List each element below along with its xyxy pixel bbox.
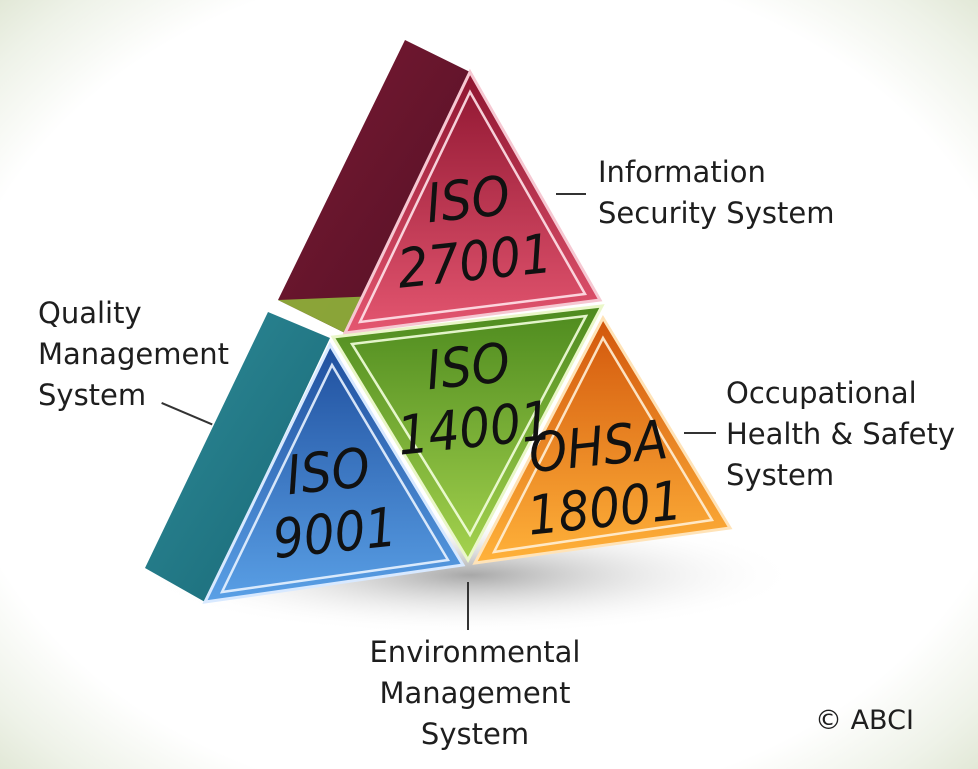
iso-9001-code: ISO	[283, 436, 373, 507]
pyramid-back-side	[278, 40, 470, 333]
leader-line-health-safety	[684, 432, 716, 434]
caption-line: Management	[38, 337, 230, 371]
caption-line: System	[726, 458, 835, 492]
triangle-iso-14001	[330, 304, 605, 564]
caption-line: Information	[598, 155, 766, 189]
caption-line: Occupational	[726, 376, 917, 410]
iso-9001-number: 9001	[270, 495, 400, 571]
caption-quality: Quality Management System	[38, 293, 229, 416]
caption-line: Security System	[598, 196, 835, 230]
caption-line: Management	[379, 676, 571, 710]
caption-line: Health & Safety	[726, 417, 956, 451]
caption-info-security: Information Security System	[598, 152, 834, 234]
caption-line: System	[420, 717, 530, 751]
pyramid-left-side	[145, 312, 330, 602]
triangle-ohsa-18001	[472, 314, 733, 565]
triangle-iso-27001	[342, 68, 603, 335]
iso-14001-code: ISO	[423, 331, 513, 402]
leader-line-environmental	[467, 582, 469, 630]
leader-line-info-security	[556, 193, 586, 195]
copyright-notice: © ABCI	[815, 705, 914, 736]
triangle-iso-9001	[202, 341, 466, 604]
caption-health-safety: Occupational Health & Safety System	[726, 373, 955, 496]
caption-environmental: Environmental Management System	[360, 632, 590, 755]
ohsa-18001-code: OHSA	[526, 408, 671, 485]
iso-27001-code: ISO	[423, 164, 513, 235]
caption-line: System	[38, 378, 147, 412]
caption-line: Quality	[38, 296, 142, 330]
caption-line: Environmental	[369, 635, 581, 669]
